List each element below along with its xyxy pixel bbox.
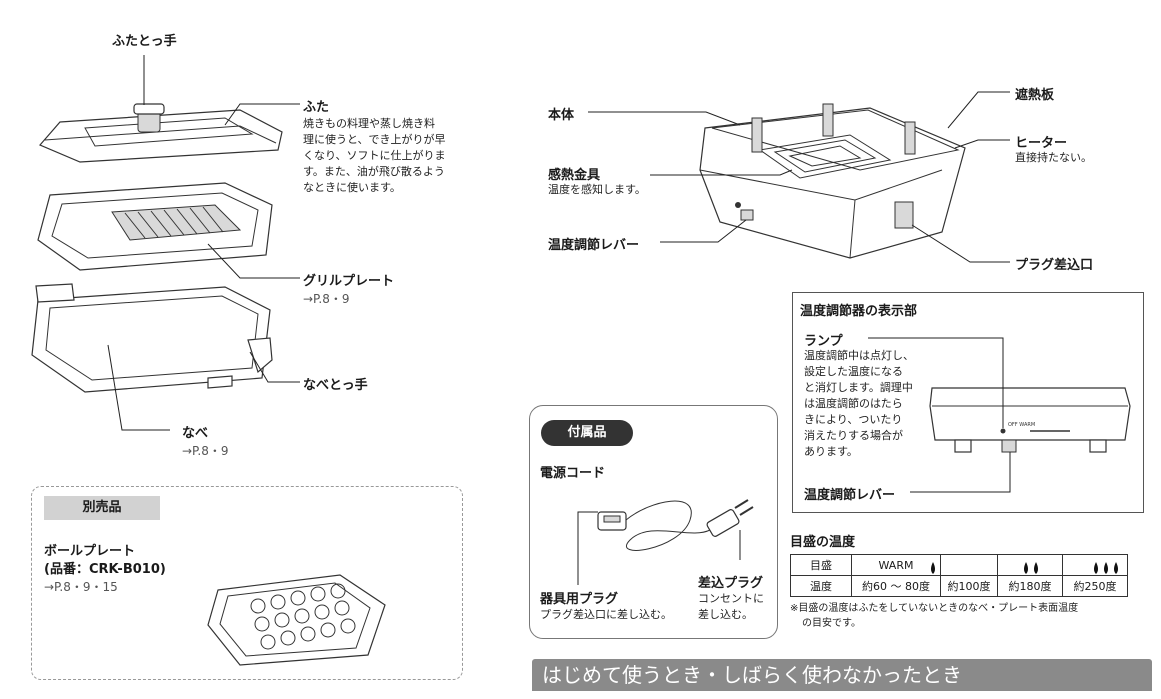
main-body-label: 本体 [548,108,575,123]
sold-separately-box [31,486,463,680]
lid-illustration [39,103,283,163]
temp-table-title: 目盛の温度 [790,535,856,550]
lid-description: 焼きもの料理や蒸し焼き料 理に使うと、でき上がりが早 くなり、ソフトに仕上がりま… [303,117,446,194]
accessory-box [529,405,778,639]
ball-plate-name: ボールプレート [44,544,136,559]
power-cord-label: 電源コード [540,466,606,481]
ball-plate-model: (品番：CRK-B010) [44,562,166,577]
temp-value: 約180度 [997,575,1063,597]
temp-value: 約60 ～ 80度 [851,575,941,597]
lid-handle-label: ふたとっ手 [112,34,177,49]
main-body-illustration [699,103,966,259]
grill-plate-ref: →P.8・9 [303,292,350,306]
display-lever-label: 温度調節レバー [804,488,896,503]
display-unit-illustration [929,387,1131,453]
temp-row-label: 温度 [790,575,852,597]
temp-header-high [1062,554,1128,576]
appliance-plug-description: プラグ差込口に差し込む。 [540,608,672,621]
temp-lever-label: 温度調節レバー [548,238,640,253]
sensor-label: 感熱金具 [548,168,601,183]
pot-ref: →P.8・9 [182,444,229,458]
appliance-plug-label: 器具用プラグ [540,592,619,607]
temp-table: 目盛 WARM 温度 約60 ～ 80度 約100度 約180度 約250度 [790,554,1128,597]
power-cord-illustration [597,499,754,551]
ball-plate-ref: →P.8・9・15 [44,580,118,594]
plug-inlet-label: プラグ差込口 [1015,258,1094,273]
temp-value: 約100度 [940,575,998,597]
grill-plate-illustration [37,182,273,271]
lamp-label: ランプ [804,334,843,349]
pot-illustration [31,283,273,393]
sold-separately-tag: 別売品 [44,496,160,520]
accessory-tag: 付属品 [541,420,633,446]
display-title: 温度調節器の表示部 [800,304,918,319]
temp-header-mid [997,554,1063,576]
section-banner: はじめて使うとき・しばらく使わなかったとき [532,659,1152,691]
wall-plug-description: コンセントに 差し込む。 [698,592,764,621]
grill-plate-label: グリルプレート [303,274,395,289]
pot-handle-label: なべとっ手 [303,378,368,393]
dial-scale-text: OFF WARM [1008,422,1036,428]
pot-label: なべ [182,426,209,441]
lid-label: ふた [303,100,330,115]
heat-shield-label: 遮熱板 [1015,88,1055,103]
display-section-box [792,292,1144,513]
lamp-description: 温度調節中は点灯し、 設定した温度になる と消灯します。調理中 は温度調節のはた… [804,349,914,458]
ball-plate-illustration [207,574,386,666]
temp-note: ※目盛の温度はふたをしていないときのなべ・プレート表面温度 の目安です。 [790,603,1079,629]
sensor-description: 温度を感知します。 [548,183,646,196]
temp-header-low [940,554,998,576]
temp-header-warm: WARM [851,554,941,576]
wall-plug-label: 差込プラグ [698,576,764,591]
heater-description: 直接持たない。 [1015,151,1092,164]
temp-value: 約250度 [1062,575,1128,597]
heater-label: ヒーター [1015,136,1068,151]
temp-header-scale: 目盛 [790,554,852,576]
